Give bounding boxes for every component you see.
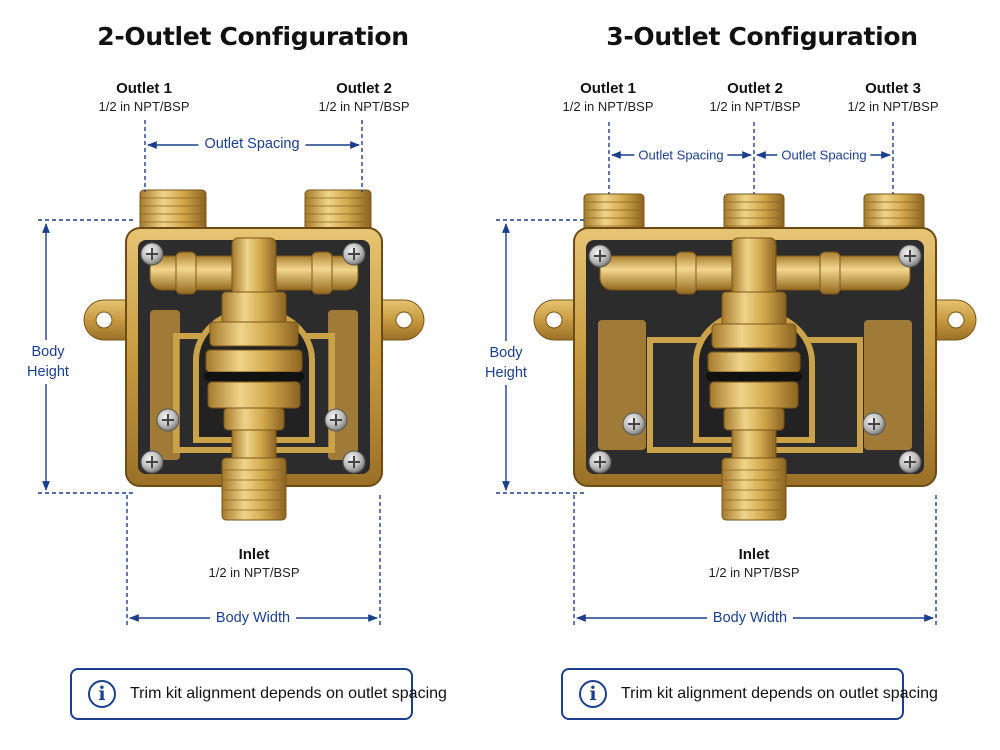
outlet-spec: 1/2 in NPT/BSP [318, 99, 410, 114]
left-body-width-label: Body Width [209, 610, 297, 626]
screws [588, 244, 922, 474]
outlet-name: Outlet 1 [580, 80, 636, 97]
inlet-thread [221, 457, 287, 521]
right-outlet-spacing-label-2: Outlet Spacing [777, 147, 871, 163]
outlet-1-thread [583, 193, 645, 235]
left-outlet-1-label: Outlet 1 1/2 in NPT/BSP [98, 79, 189, 115]
right-title: 3-Outlet Configuration [606, 22, 918, 51]
right-body-width-label: Body Width [706, 610, 794, 626]
left-inlet-label: Inlet 1/2 in NPT/BSP [208, 545, 299, 581]
info-note-text: Trim kit alignment depends on outlet spa… [621, 685, 938, 702]
body-height-line-2: Height [27, 364, 69, 380]
outlet-1-thread [139, 189, 207, 233]
info-note-text: Trim kit alignment depends on outlet spa… [130, 685, 447, 702]
valve-3-outlet [533, 193, 977, 521]
right-outlet-spacing-label-1: Outlet Spacing [634, 147, 728, 163]
left-title: 2-Outlet Configuration [97, 22, 409, 51]
left-body-height-label: Body Height [27, 340, 69, 384]
outlet-name: Outlet 3 [865, 80, 921, 97]
inlet-thread [721, 457, 787, 521]
info-icon: i [579, 680, 607, 708]
outlet-spec: 1/2 in NPT/BSP [98, 99, 190, 114]
outlet-2-thread [304, 189, 372, 233]
left-outlet-spacing-label: Outlet Spacing [198, 136, 306, 152]
outlet-spec: 1/2 in NPT/BSP [847, 99, 939, 114]
inlet-name: Inlet [738, 546, 770, 563]
inlet-spec: 1/2 in NPT/BSP [208, 565, 300, 580]
outlet-name: Outlet 2 [336, 80, 392, 97]
body-height-line-2: Height [485, 365, 527, 381]
right-outlet-3-label: Outlet 3 1/2 in NPT/BSP [847, 79, 938, 115]
inlet-spec: 1/2 in NPT/BSP [708, 565, 800, 580]
outlet-3-thread [863, 193, 925, 235]
right-outlet-2-label: Outlet 2 1/2 in NPT/BSP [709, 79, 800, 115]
info-icon: i [88, 680, 116, 708]
valve-2-outlet [83, 189, 425, 521]
outlet-spec: 1/2 in NPT/BSP [562, 99, 654, 114]
right-inlet-label: Inlet 1/2 in NPT/BSP [708, 545, 799, 581]
body-height-line-1: Body [489, 345, 523, 361]
outlet-spec: 1/2 in NPT/BSP [709, 99, 801, 114]
left-outlet-2-label: Outlet 2 1/2 in NPT/BSP [318, 79, 409, 115]
screws [140, 242, 366, 474]
outlet-name: Outlet 1 [116, 80, 172, 97]
right-body-height-label: Body Height [485, 341, 527, 385]
right-outlet-1-label: Outlet 1 1/2 in NPT/BSP [562, 79, 653, 115]
inlet-name: Inlet [238, 546, 270, 563]
outlet-name: Outlet 2 [727, 80, 783, 97]
right-info-note: i Trim kit alignment depends on outlet s… [561, 668, 938, 720]
left-info-note: i Trim kit alignment depends on outlet s… [70, 668, 447, 720]
body-height-line-1: Body [31, 344, 65, 360]
